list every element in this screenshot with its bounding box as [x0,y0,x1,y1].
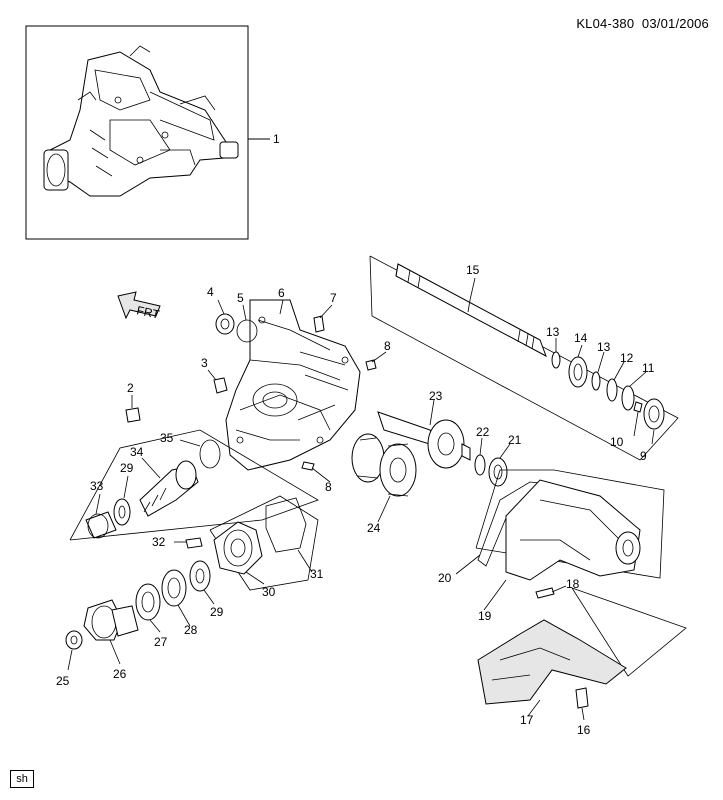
callout-2: 2 [127,381,134,395]
clip-10 [633,401,643,413]
heat-shield-17 [477,619,627,705]
callout-27: 27 [154,635,168,649]
dowel-pin-8b [301,461,315,471]
diagram-header: KL04-380 03/01/2006 [576,16,709,31]
callout-3: 3 [201,356,208,370]
bearing-21 [488,457,508,487]
callout-labels: 1 2 3 4 5 6 7 8 8 9 10 11 12 13 13 14 15… [56,132,655,737]
assembly-inset [25,25,270,240]
callout-8-top: 8 [384,339,391,353]
callout-26: 26 [113,667,127,681]
front-direction-arrow-icon: FRT [117,291,162,322]
callout-16: 16 [577,723,591,737]
callout-28: 28 [184,623,198,637]
assembled-transfer-case-drawing [43,45,239,197]
callout-29-upper: 29 [120,461,134,475]
gear-set-24 [351,433,417,497]
snap-ring-35 [199,439,221,469]
snap-ring-13b [591,371,601,391]
input-shaft-34 [139,460,199,517]
callout-11: 11 [642,361,655,375]
retainer-ring-12 [606,378,618,402]
bolt-18 [535,587,555,599]
output-shaft [395,263,547,358]
bearing-14 [568,356,588,388]
callout-10: 10 [610,435,624,449]
front-label: FRT [135,303,161,322]
gasket-31 [265,497,307,553]
doc-id: KL04-380 [576,16,635,31]
oil-seal-9 [643,398,665,430]
plug-3 [213,377,228,394]
callout-30: 30 [262,585,276,599]
callout-18: 18 [566,577,580,591]
gear-shaft-23 [377,411,471,469]
callout-13-a: 13 [546,325,560,339]
seal-27 [135,583,161,621]
rear-cover-19 [505,479,641,581]
callout-21: 21 [508,433,522,447]
leader-lines [67,277,655,721]
callout-20: 20 [438,571,452,585]
callout-33: 33 [90,479,104,493]
callout-23: 23 [429,389,443,403]
shield-group-outline [571,587,687,677]
callout-1: 1 [273,132,280,146]
bushing-33 [85,511,117,539]
bearing-29b [189,560,211,592]
callout-5: 5 [237,291,244,305]
snap-ring-13a [551,351,561,369]
callout-31: 31 [310,567,324,581]
bolt-32 [185,537,203,549]
corner-tag: sh [10,770,34,788]
callout-14: 14 [574,331,588,345]
spacer-ring-11 [621,385,635,411]
spacer-28 [161,569,187,607]
callout-29-lower: 29 [210,605,224,619]
callout-24: 24 [367,521,381,535]
callout-9: 9 [640,449,647,463]
doc-date: 03/01/2006 [641,16,709,31]
rear-cover-group-outline [475,469,665,579]
snap-ring-22 [474,454,486,476]
input-shaft-group-outline [69,429,319,541]
bearing-29a [113,498,131,526]
callout-4: 4 [207,285,214,299]
callout-12: 12 [620,351,634,365]
callout-25: 25 [56,674,70,688]
o-ring-5 [236,319,258,343]
nut-25 [65,630,83,650]
callout-6: 6 [278,286,285,300]
callout-15: 15 [466,263,480,277]
callout-7: 7 [330,291,337,305]
callout-19: 19 [478,609,492,623]
plug-2 [125,407,141,423]
front-output-group-outline [209,495,319,591]
output-flange-26 [83,599,139,641]
plug-7 [313,315,325,333]
callout-17: 17 [520,713,534,727]
transfer-case-housing [225,299,361,471]
bolt-16 [575,687,589,709]
callout-22: 22 [476,425,490,439]
callout-32: 32 [152,535,166,549]
callout-8-lower: 8 [325,480,332,494]
callout-35: 35 [160,431,174,445]
callout-34: 34 [130,445,144,459]
adapter-housing-30 [213,521,263,575]
oil-seal-4 [215,313,235,335]
dowel-pin-8a [365,359,377,371]
callout-13-b: 13 [597,340,611,354]
